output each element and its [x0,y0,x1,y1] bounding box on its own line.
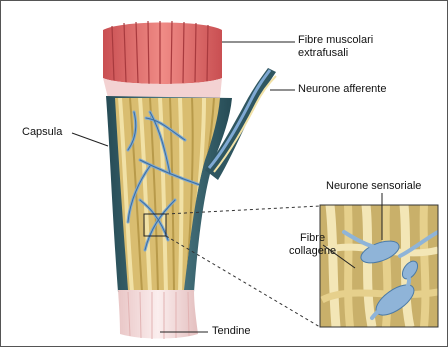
magnified-inset [320,205,438,327]
label-extrafusal-fibers: Fibre muscolari extrafusali [298,34,373,60]
label-afferent-neuron: Neurone afferente [298,83,386,96]
label-tendon: Tendine [212,325,251,338]
label-collagen-line2: collagene [289,245,336,258]
extrafusal-muscle-fibers [103,21,222,103]
label-capsule: Capsula [22,126,62,139]
label-extrafusal-line1: Fibre muscolari [298,34,373,47]
label-collagen-line1: Fibre [289,232,336,245]
label-extrafusal-line2: extrafusali [298,47,373,60]
leader-capsule [72,133,108,146]
label-collagen-fibers: Fibre collagene [289,232,336,258]
label-sensory-neuron: Neurone sensoriale [326,180,421,193]
